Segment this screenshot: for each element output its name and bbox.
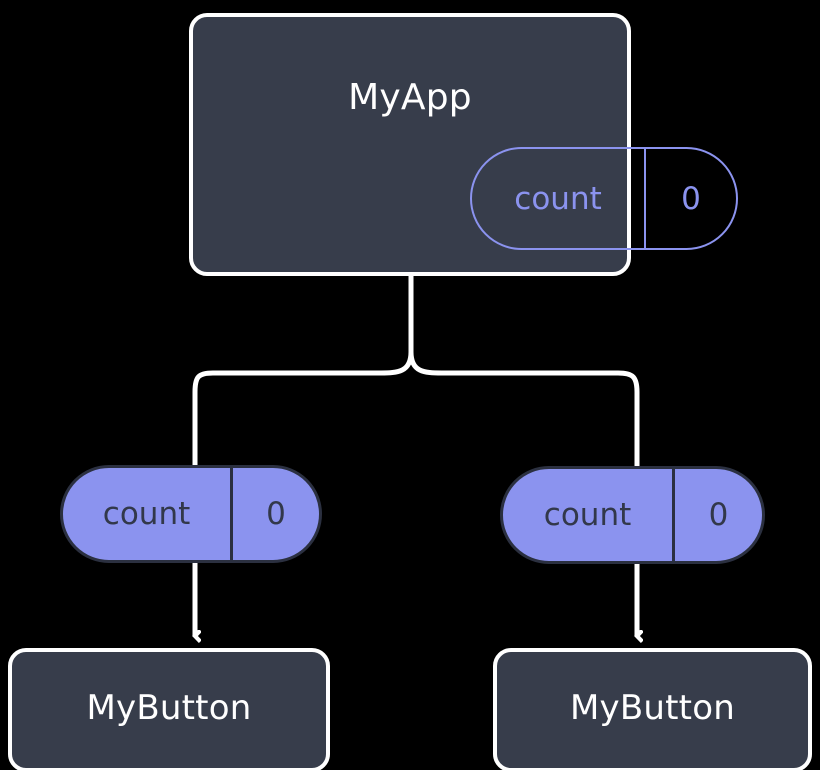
edge-split-to-right-pill: [408, 351, 640, 466]
state-pill-value: 0: [672, 469, 762, 561]
component-node-mybutton-right[interactable]: MyButton: [493, 648, 812, 770]
state-pill-value: 0: [644, 149, 736, 248]
state-pill-myapp-count[interactable]: count 0: [470, 147, 738, 250]
state-pill-key: count: [514, 180, 602, 217]
state-pill-right-count[interactable]: count 0: [500, 466, 765, 564]
component-label-mybutton: MyButton: [570, 688, 735, 728]
component-label-mybutton: MyButton: [86, 688, 252, 728]
state-pill-left-count[interactable]: count 0: [60, 465, 322, 563]
component-label-myapp: MyApp: [348, 77, 472, 118]
state-pill-key: count: [543, 497, 632, 533]
edge-split-to-left-pill: [192, 351, 414, 465]
component-node-mybutton-left[interactable]: MyButton: [8, 648, 330, 770]
state-pill-key: count: [102, 496, 191, 532]
state-pill-value: 0: [230, 468, 319, 560]
component-node-myapp[interactable]: MyApp count 0: [189, 13, 738, 276]
